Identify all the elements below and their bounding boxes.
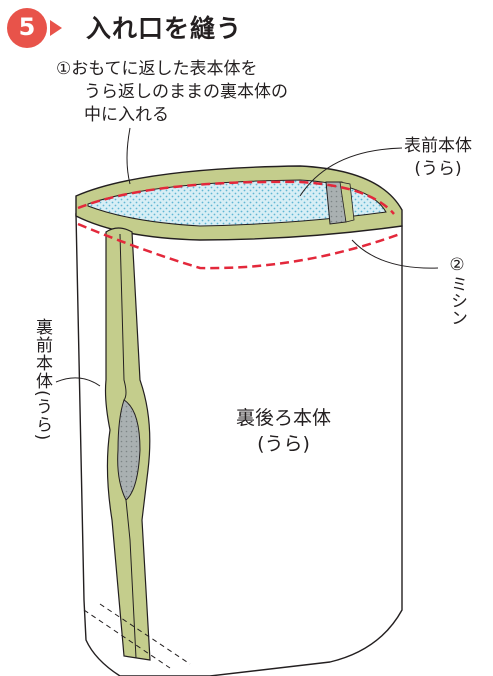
step-title: 入れ口を縫う <box>86 14 243 43</box>
label-line: (うら) <box>414 159 462 179</box>
seam-line <box>119 233 137 659</box>
step-badge <box>7 8 62 48</box>
stitch-line-inner <box>77 180 395 215</box>
bag-body <box>75 213 403 676</box>
label-line: 裏後ろ本体 <box>236 407 332 429</box>
inner-side-seam-green <box>339 181 355 223</box>
stitch-line-outer <box>77 222 401 270</box>
label-line: (うら) <box>257 433 310 455</box>
instruction-1: ①おもてに返した表本体を うら返しのままの裏本体の 中に入れる <box>56 58 288 127</box>
label-back-front-body-inside: 裏前本体(うら) <box>32 318 52 442</box>
bottom-fold-dashed <box>83 603 191 669</box>
leader-back-front-body <box>55 377 101 387</box>
step-number: 5 <box>18 13 36 41</box>
leader-front-body <box>299 147 403 197</box>
label-back-body-inside: 裏後ろ本体 (うら) <box>236 405 331 457</box>
leader-instruction <box>126 127 131 185</box>
instruction-line: うら返しのままの裏本体の <box>84 82 288 102</box>
instruction-line: 中に入れる <box>84 105 169 125</box>
leader-stitch <box>351 239 439 269</box>
instruction-line: ①おもてに返した表本体を <box>56 59 258 79</box>
label-line: 表前本体 <box>404 136 472 156</box>
label-stitch: ②ミシン <box>447 255 467 326</box>
label-front-body-inside: 表前本体 (うら) <box>404 135 472 181</box>
